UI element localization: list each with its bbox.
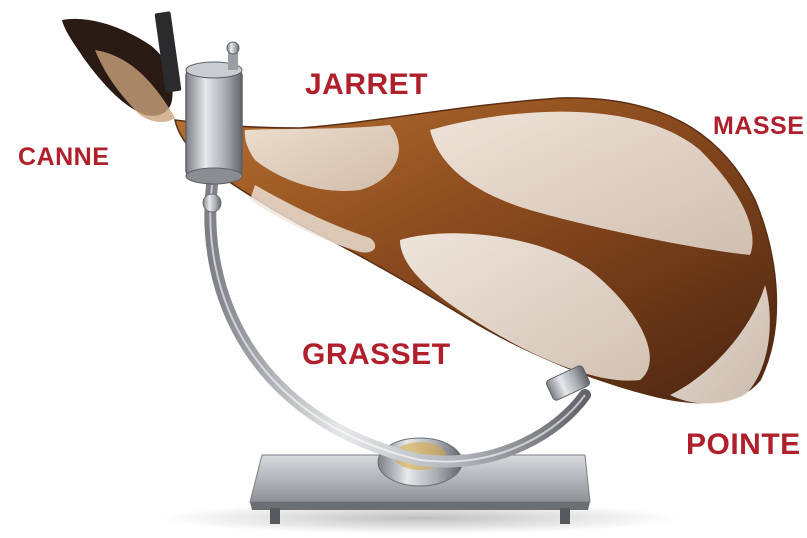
label-masse: MASSE [713,112,804,141]
label-pointe: POINTE [686,428,801,462]
arm-knob [203,194,221,212]
label-grasset: GRASSET [302,338,451,372]
label-canne: CANNE [18,143,109,172]
ham-body [175,98,776,404]
label-jarret: JARRET [305,68,428,102]
